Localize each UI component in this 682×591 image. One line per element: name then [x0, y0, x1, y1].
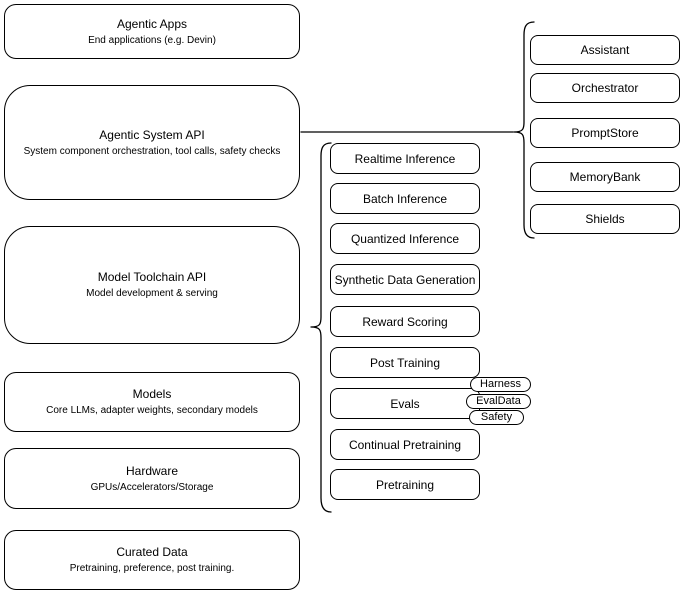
node-subtitle: Pretraining, preference, post training.: [69, 563, 235, 574]
tag-label: Harness: [480, 378, 521, 390]
tag-label: EvalData: [476, 395, 521, 407]
node-models: Models Core LLMs, adapter weights, secon…: [4, 372, 300, 432]
tag-label: Safety: [480, 411, 513, 423]
node-synthetic-data-generation: Synthetic Data Generation: [330, 264, 480, 295]
node-subtitle: Model development & serving: [86, 288, 218, 299]
node-subtitle: GPUs/Accelerators/Storage: [90, 481, 214, 493]
node-title: Agentic System API: [99, 127, 205, 142]
node-promptstore: PromptStore: [530, 118, 680, 148]
brace-toolchain-group: [310, 142, 332, 513]
node-quantized-inference: Quantized Inference: [330, 223, 480, 254]
node-label: Evals: [390, 396, 420, 411]
node-hardware: Hardware GPUs/Accelerators/Storage: [4, 448, 300, 509]
node-curated-data: Curated Data Pretraining, preference, po…: [4, 530, 300, 590]
node-title: Model Toolchain API: [97, 270, 207, 284]
node-label: Pretraining: [375, 477, 435, 492]
node-label: Reward Scoring: [362, 314, 448, 329]
node-batch-inference: Batch Inference: [330, 183, 480, 214]
node-title: Models: [132, 387, 172, 401]
node-title: Agentic Apps: [116, 16, 188, 31]
tag-safety: Safety: [469, 410, 524, 425]
node-model-toolchain-api: Model Toolchain API Model development & …: [4, 226, 300, 344]
node-label: Realtime Inference: [354, 151, 456, 166]
node-label: MemoryBank: [569, 170, 641, 184]
node-continual-pretraining: Continual Pretraining: [330, 429, 480, 460]
node-subtitle: System component orchestration, tool cal…: [23, 145, 281, 157]
node-subtitle: Core LLMs, adapter weights, secondary mo…: [46, 405, 258, 416]
node-label: Synthetic Data Generation: [334, 272, 476, 287]
node-title: Curated Data: [116, 545, 188, 559]
node-assistant: Assistant: [530, 35, 680, 65]
node-post-training: Post Training: [330, 347, 480, 378]
node-label: Continual Pretraining: [348, 437, 462, 452]
node-label: Shields: [585, 212, 625, 226]
tag-harness: Harness: [470, 377, 531, 392]
node-label: Post Training: [369, 355, 441, 370]
node-agentic-apps: Agentic Apps End applications (e.g. Devi…: [4, 4, 300, 59]
node-agentic-system-api: Agentic System API System component orch…: [4, 85, 300, 200]
node-label: PromptStore: [571, 126, 639, 140]
node-realtime-inference: Realtime Inference: [330, 143, 480, 174]
node-label: Assistant: [580, 43, 630, 57]
tag-evaldata: EvalData: [466, 394, 531, 409]
node-memorybank: MemoryBank: [530, 162, 680, 192]
node-title: Hardware: [125, 463, 179, 478]
node-pretraining: Pretraining: [330, 469, 480, 500]
node-subtitle: End applications (e.g. Devin): [88, 34, 216, 46]
node-orchestrator: Orchestrator: [530, 73, 680, 103]
node-shields: Shields: [530, 204, 680, 234]
node-reward-scoring: Reward Scoring: [330, 306, 480, 337]
node-label: Batch Inference: [362, 191, 448, 206]
node-evals: Evals: [330, 388, 480, 419]
node-label: Quantized Inference: [350, 231, 460, 246]
node-label: Orchestrator: [571, 81, 639, 95]
